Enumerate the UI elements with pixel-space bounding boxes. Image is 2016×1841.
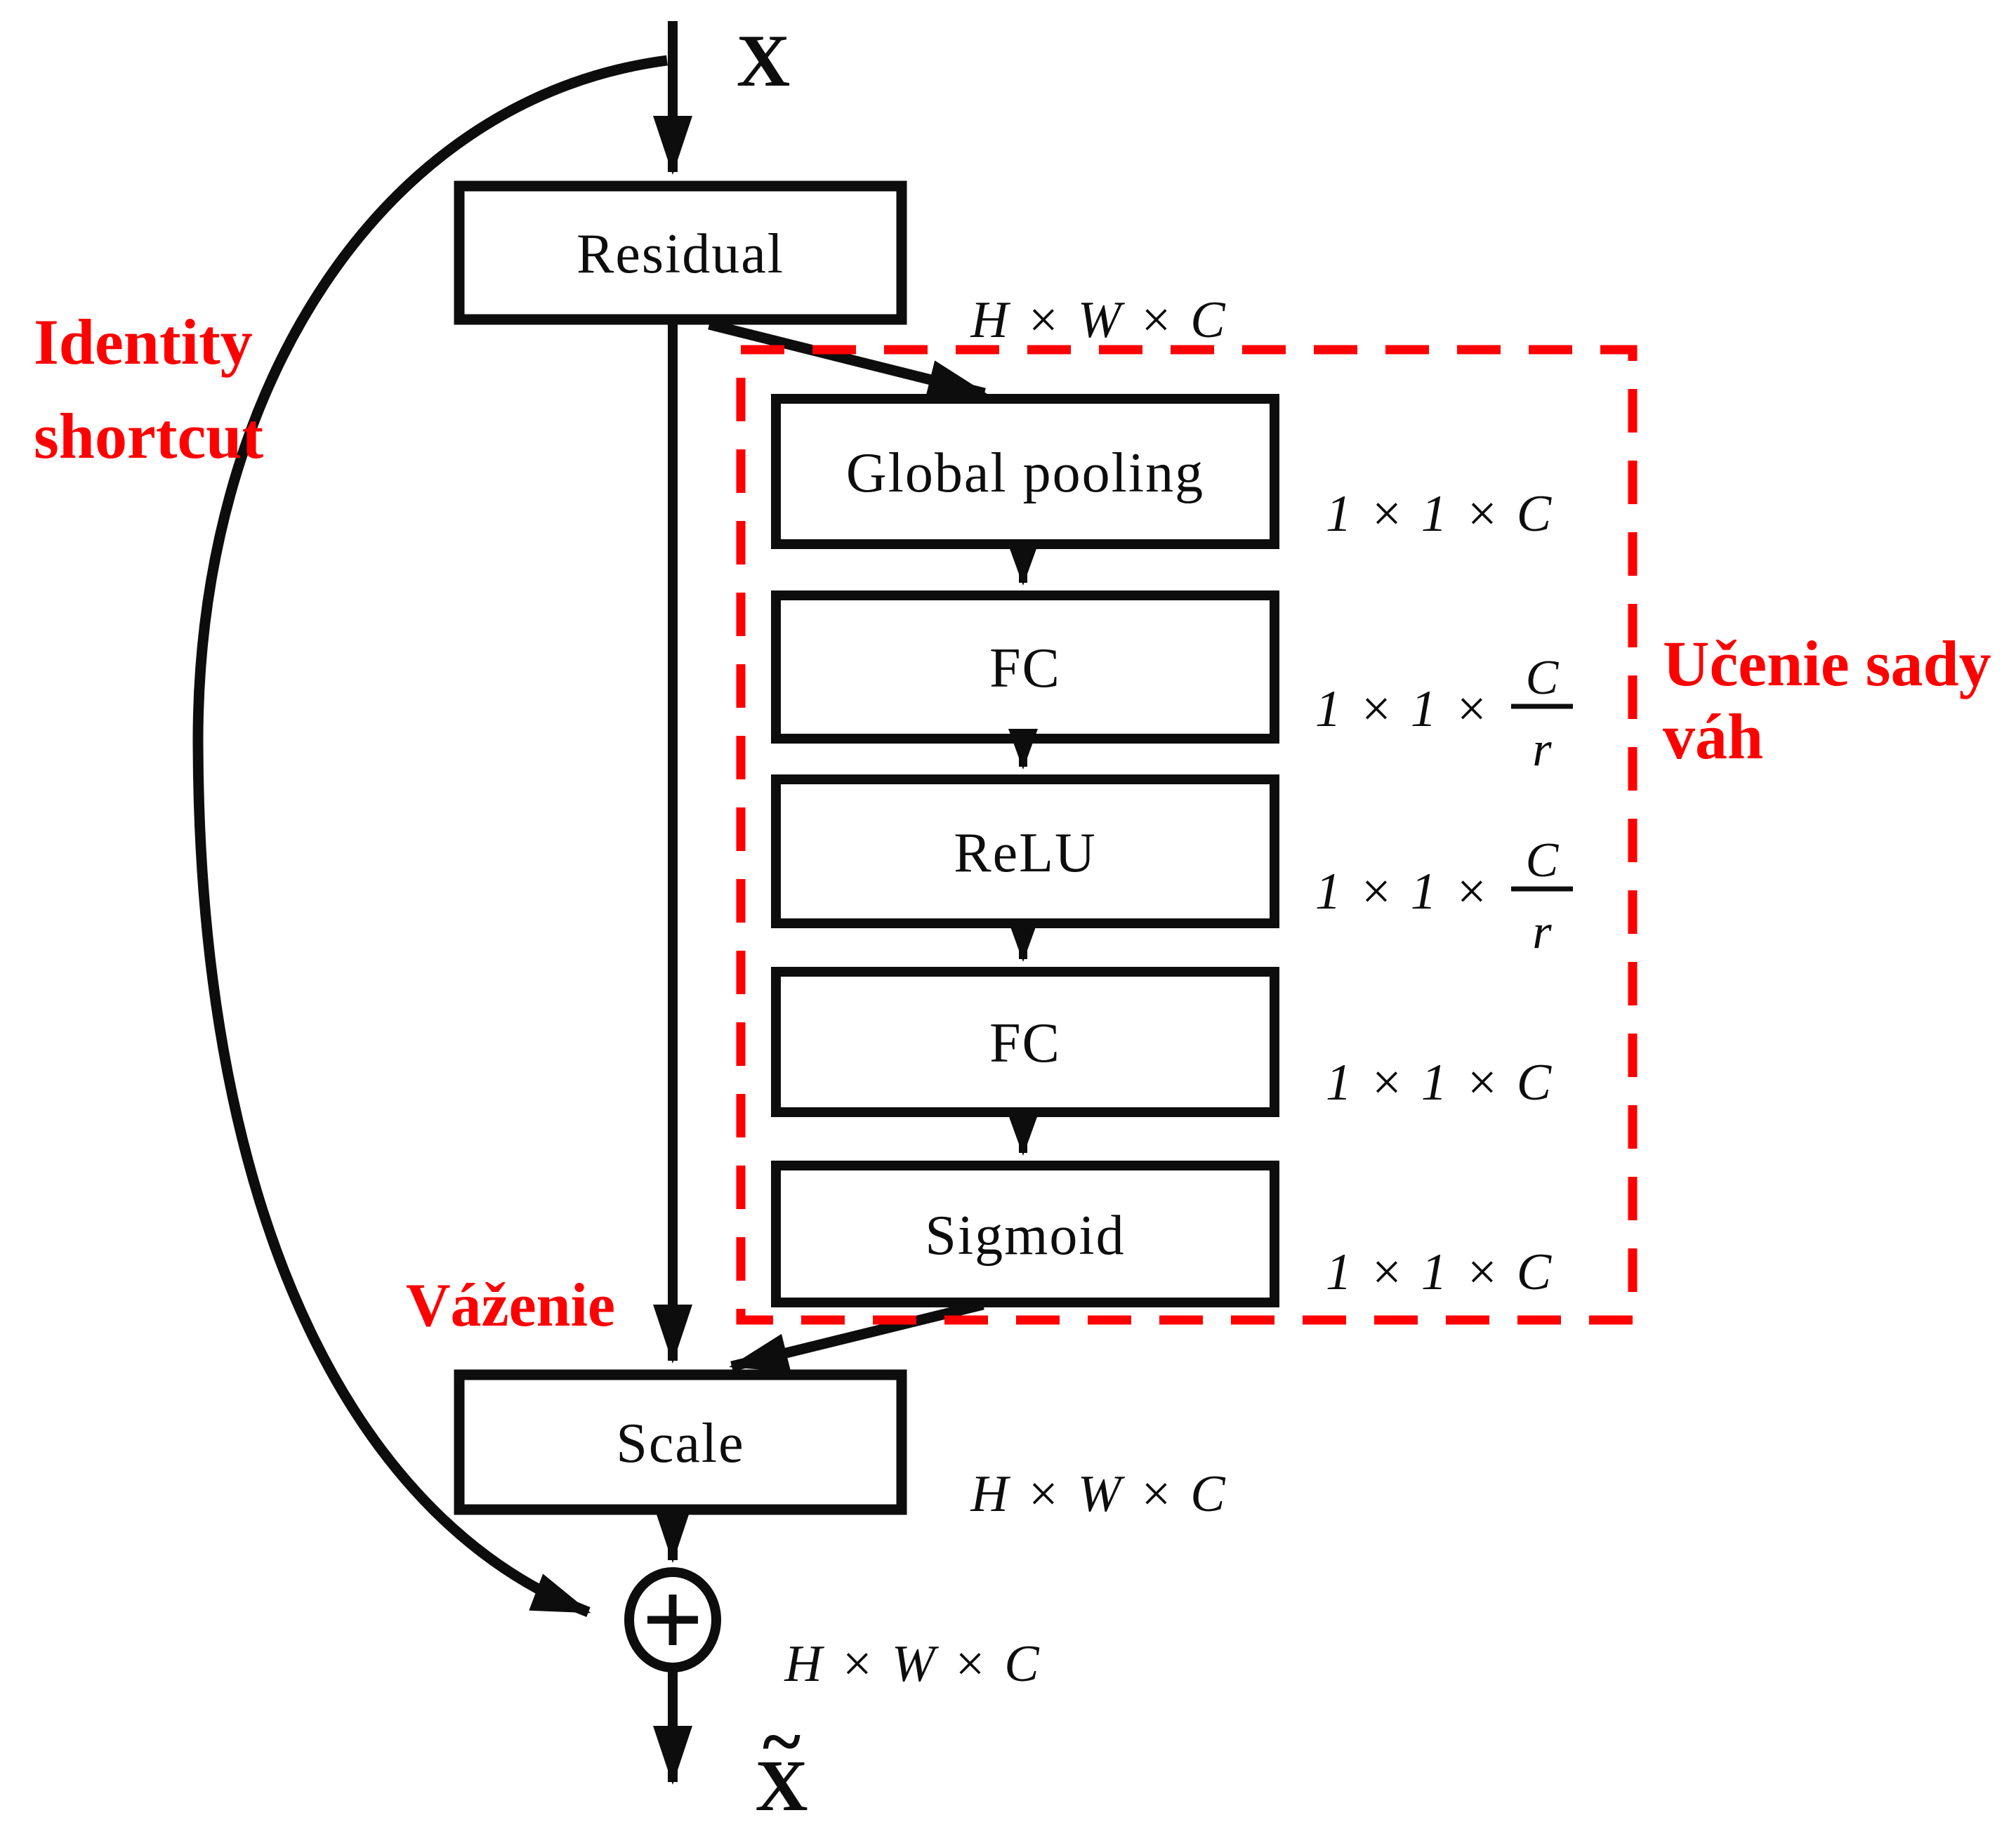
identity-shortcut-label-line1: Identity bbox=[34, 306, 253, 378]
sigmoid-box bbox=[771, 1161, 1279, 1307]
relu-dim-numerator: C bbox=[1526, 833, 1560, 887]
fc1-dim-numerator: C bbox=[1526, 651, 1560, 705]
plus-icon bbox=[647, 1595, 698, 1645]
residual-label: Residual bbox=[577, 223, 784, 285]
weight-learning-label-line1: Učenie sady bbox=[1663, 628, 1991, 699]
global-pooling-dim: 1 × 1 × C bbox=[1326, 485, 1553, 543]
fc1-dim-prefix: 1 × 1 × bbox=[1315, 680, 1491, 738]
input-label: X bbox=[737, 20, 791, 102]
relu-dim-prefix: 1 × 1 × bbox=[1315, 863, 1491, 920]
identity-shortcut-label-line2: shortcut bbox=[34, 400, 263, 472]
weighting-label: Váženie bbox=[406, 1272, 615, 1340]
output-label: X bbox=[755, 1746, 808, 1826]
relu-label: ReLU bbox=[954, 822, 1097, 884]
scale-label: Scale bbox=[616, 1413, 744, 1474]
sigmoid-dim: 1 × 1 × C bbox=[1326, 1243, 1553, 1301]
fc2-dim: 1 × 1 × C bbox=[1326, 1054, 1553, 1111]
fc2-box bbox=[771, 967, 1279, 1117]
relu-box bbox=[771, 774, 1279, 928]
relu-dim-denominator: r bbox=[1532, 905, 1552, 959]
global-pooling-label: Global pooling bbox=[846, 442, 1204, 504]
scale-dim: H × W × C bbox=[970, 1465, 1227, 1523]
fc1-label: FC bbox=[989, 638, 1061, 699]
weight-learning-region bbox=[736, 345, 1638, 1325]
fc2-label: FC bbox=[989, 1012, 1061, 1074]
sigmoid-label: Sigmoid bbox=[925, 1205, 1125, 1267]
residual-box bbox=[454, 180, 907, 325]
identity-shortcut-curve bbox=[192, 55, 668, 1618]
fc1-dim-denominator: r bbox=[1532, 722, 1552, 777]
sigmoid-to-scale-arrow bbox=[729, 1299, 984, 1373]
fc1-box bbox=[771, 590, 1279, 744]
weight-learning-label-line2: váh bbox=[1663, 701, 1763, 772]
residual-to-pooling-arrow bbox=[708, 319, 987, 399]
output-tilde: ~ bbox=[763, 1701, 801, 1782]
global-pooling-box bbox=[771, 394, 1279, 549]
scale-box bbox=[454, 1369, 907, 1515]
sum-dim: H × W × C bbox=[784, 1635, 1041, 1693]
residual-dim: H × W × C bbox=[970, 291, 1227, 349]
